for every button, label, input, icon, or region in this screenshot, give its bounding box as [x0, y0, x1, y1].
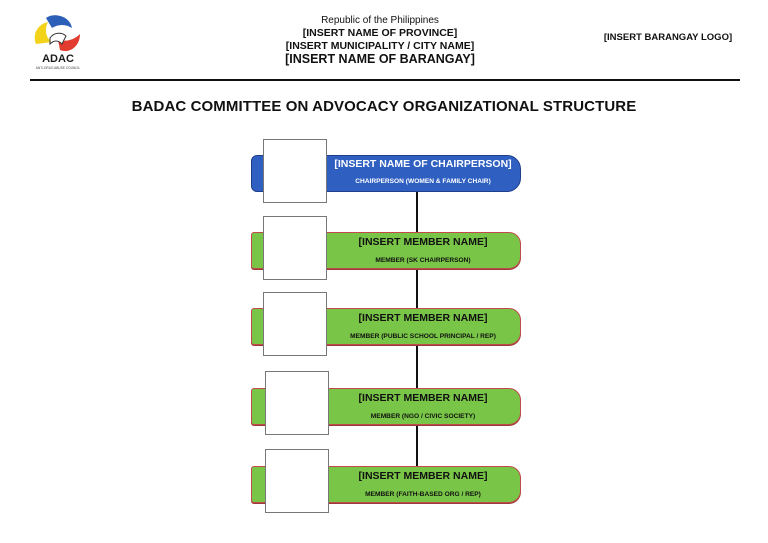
adac-logo-text: ADAC [42, 53, 74, 65]
member-photo-box-4 [265, 449, 329, 513]
header-divider [30, 79, 740, 81]
member-name-4: [INSERT MEMBER NAME] [358, 470, 488, 482]
document-title: BADAC COMMITTEE ON ADVOCACY ORGANIZATION… [131, 98, 637, 115]
header-republic: Republic of the Philippines [321, 15, 439, 26]
member-name-2: [INSERT MEMBER NAME] [358, 312, 488, 324]
chair-role: CHAIRPERSON (WOMEN & FAMILY CHAIR) [355, 178, 491, 185]
member-photo-box-3 [265, 371, 329, 435]
member-role-4: MEMBER (FAITH-BASED ORG / REP) [365, 491, 481, 498]
barangay-logo-placeholder: [INSERT BARANGAY LOGO] [603, 32, 733, 43]
document-header: Republic of the Philippines [INSERT NAME… [200, 15, 560, 67]
member-role-1: MEMBER (SK CHAIRPERSON) [375, 257, 471, 264]
member-banner-1: [INSERT MEMBER NAME] MEMBER (SK CHAIRPER… [251, 232, 521, 269]
header-province: [INSERT NAME OF PROVINCE] [302, 27, 458, 39]
org-connector-line [416, 190, 418, 500]
adac-logo-subtext: ANTI-DRUG ABUSE COUNCIL [36, 66, 81, 70]
chair-photo-box [263, 139, 327, 203]
header-municipality: [INSERT MUNICIPALITY / CITY NAME] [285, 39, 475, 52]
header-barangay: [INSERT NAME OF BARANGAY] [285, 52, 475, 67]
adac-logo: ADAC ANTI-DRUG ABUSE COUNCIL [30, 14, 86, 72]
chair-name: [INSERT NAME OF CHAIRPERSON] [334, 158, 512, 170]
member-photo-box-2 [263, 292, 327, 356]
member-role-2: MEMBER (PUBLIC SCHOOL PRINCIPAL / REP) [350, 333, 496, 340]
member-role-3: MEMBER (NGO / CIVIC SOCIETY) [370, 413, 476, 420]
member-name-1: [INSERT MEMBER NAME] [358, 236, 488, 248]
member-name-3: [INSERT MEMBER NAME] [358, 392, 488, 404]
member-photo-box-1 [263, 216, 327, 280]
